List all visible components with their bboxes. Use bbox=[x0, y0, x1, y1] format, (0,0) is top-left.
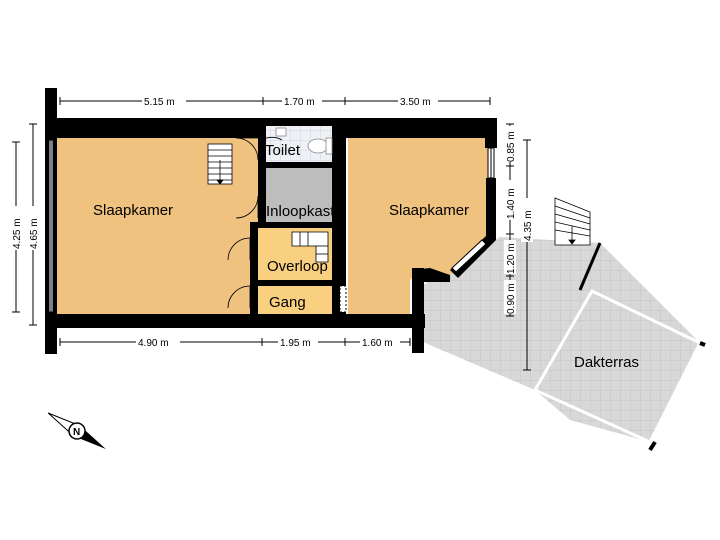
dim-right-2: 1.40 m bbox=[506, 188, 517, 219]
compass-icon: N bbox=[47, 412, 106, 450]
dim-right-1: 0.85 m bbox=[506, 131, 517, 162]
room-label-dakterras: Dakterras bbox=[574, 354, 639, 371]
room-label-inloopkast: Inloopkast bbox=[266, 203, 335, 220]
doors bbox=[227, 136, 283, 309]
dimension-right: 0.85 m 1.40 m 1.20 m 0.90 m 4.35 m bbox=[504, 123, 534, 371]
dimension-bottom: 4.90 m 1.95 m 1.60 m bbox=[59, 336, 411, 349]
stairs-left bbox=[207, 143, 233, 185]
walls bbox=[45, 88, 497, 354]
dim-right-3: 1.20 m bbox=[506, 243, 517, 274]
windows bbox=[48, 139, 495, 313]
dim-right-total: 4.35 m bbox=[523, 210, 534, 241]
room-label-toilet: Toilet bbox=[265, 142, 301, 159]
dim-left-inner: 4.65 m bbox=[29, 218, 40, 249]
stairs-terrace bbox=[554, 197, 591, 246]
room-label-overloop: Overloop bbox=[267, 258, 328, 275]
slaapkamer-left-floor bbox=[57, 138, 264, 314]
dimension-top: 5.15 m 1.70 m 3.50 m bbox=[59, 95, 491, 108]
gang-floor bbox=[258, 286, 336, 314]
dim-bottom-1: 4.90 m bbox=[138, 338, 169, 349]
dim-bottom-3: 1.60 m bbox=[362, 338, 393, 349]
room-label-slaapkamer-left: Slaapkamer bbox=[93, 202, 173, 219]
terrace-railing bbox=[532, 289, 703, 444]
compass-north-label: N bbox=[73, 427, 80, 438]
inloopkast-floor bbox=[266, 168, 336, 223]
dim-top-2: 1.70 m bbox=[284, 97, 315, 108]
dim-top-3: 3.50 m bbox=[400, 97, 431, 108]
dim-bottom-2: 1.95 m bbox=[280, 338, 311, 349]
room-label-gang: Gang bbox=[269, 294, 306, 311]
room-label-slaapkamer-right: Slaapkamer bbox=[389, 202, 469, 219]
dim-left-outer: 4.25 m bbox=[12, 218, 23, 249]
dim-right-4: 0.90 m bbox=[506, 283, 517, 314]
dim-top-1: 5.15 m bbox=[144, 97, 175, 108]
dakterras-floor bbox=[423, 237, 700, 442]
stairs-overloop bbox=[291, 231, 329, 263]
toilet-fixtures bbox=[275, 127, 333, 155]
dimension-left: 4.25 m 4.65 m bbox=[10, 123, 40, 326]
